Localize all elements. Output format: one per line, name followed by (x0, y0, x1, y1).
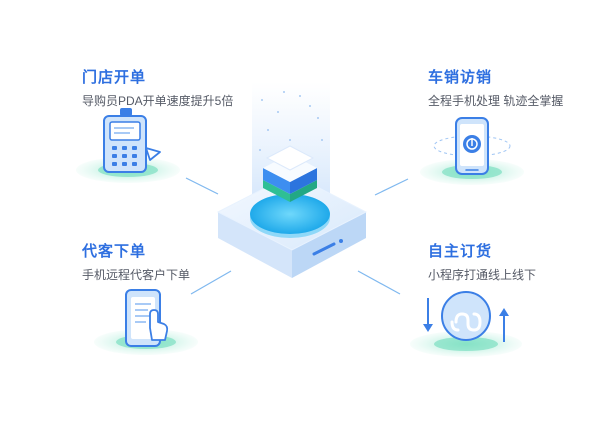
platform-hub-icon (216, 82, 368, 278)
beam-particles (259, 91, 323, 151)
feature-title-proxy-order: 代客下单 (82, 243, 147, 260)
feature-desc-vehicle-sales: 全程手机处理 轨迹全掌握 (428, 94, 564, 108)
feature-title-store-order: 门店开单 (82, 69, 147, 86)
pda-scanner-icon (76, 108, 180, 183)
connector-bottom-left (190, 270, 232, 295)
feature-desc-self-order: 小程序打通线上线下 (428, 268, 537, 282)
feature-desc-proxy-order: 手机远程代客户下单 (82, 268, 191, 282)
mini-program-icon (410, 291, 522, 357)
phone-tap-icon (94, 289, 198, 355)
feature-desc-store-order: 导购员PDA开单速度提升5倍 (82, 94, 234, 108)
connector-bottom-right (357, 270, 401, 295)
connector-top-right (374, 178, 409, 196)
feature-title-self-order: 自主订货 (428, 243, 493, 260)
connector-lines (185, 177, 409, 295)
connector-top-left (185, 177, 219, 195)
phone-locate-icon (420, 117, 524, 185)
feature-title-vehicle-sales: 车销访销 (428, 69, 493, 86)
